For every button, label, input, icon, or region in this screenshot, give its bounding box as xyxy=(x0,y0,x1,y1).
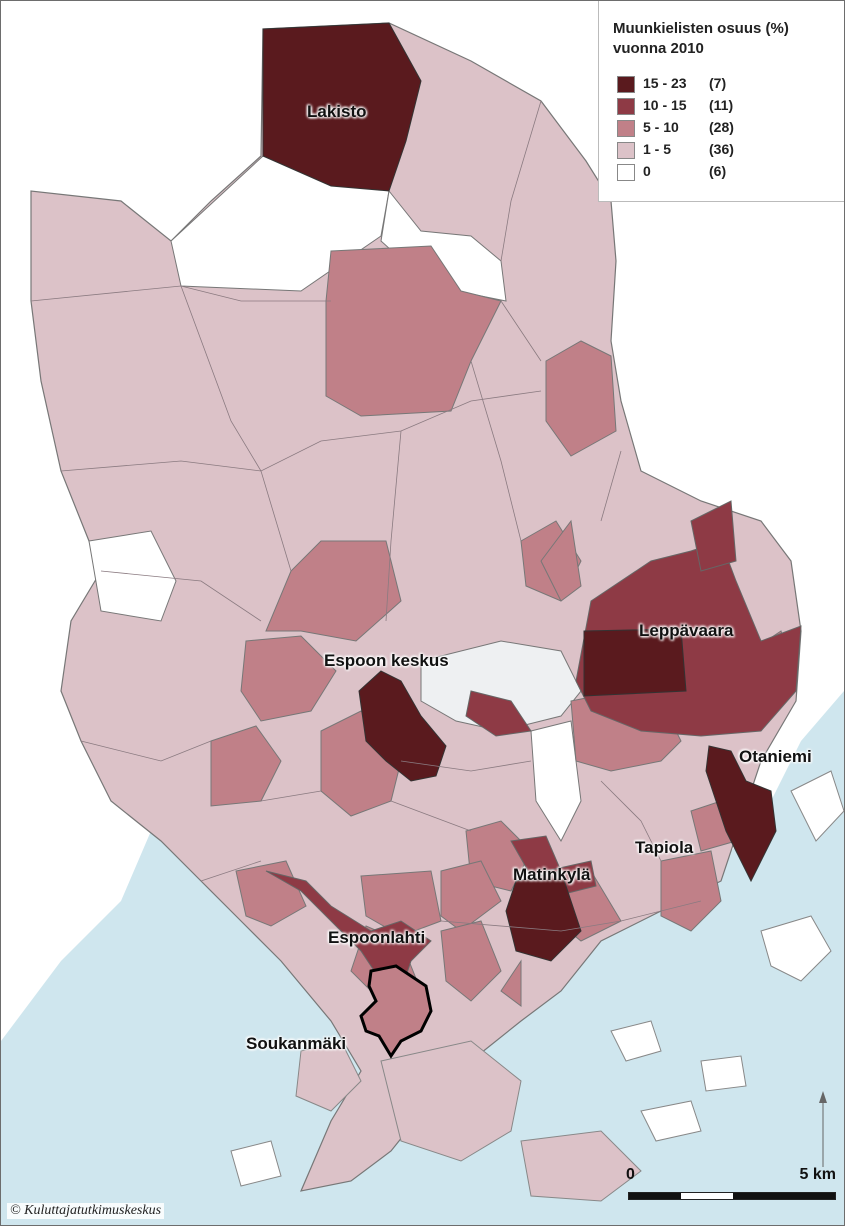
legend-range: 1 - 5 xyxy=(643,141,672,157)
legend-swatch xyxy=(617,164,635,181)
scale-end: 5 km xyxy=(799,1166,836,1183)
island xyxy=(700,1055,747,1092)
legend-count: (28) xyxy=(709,119,734,135)
legend-count: (36) xyxy=(709,141,734,157)
scale-start: 0 xyxy=(626,1166,635,1183)
legend-swatch xyxy=(617,142,635,159)
legend-count: (7) xyxy=(709,75,727,91)
districts-class-15-23 xyxy=(262,22,777,962)
district-class-0 xyxy=(420,640,582,732)
legend-count: (11) xyxy=(709,97,734,113)
island xyxy=(520,1130,642,1202)
copyright-notice: © Kuluttajatutkimuskeskus xyxy=(7,1203,165,1219)
legend-swatch xyxy=(617,120,635,137)
district-class-0 xyxy=(530,720,582,843)
district-class-0 xyxy=(88,530,177,622)
label-soukanmaki: Soukanmäki xyxy=(246,1034,347,1053)
legend-range: 10 - 15 xyxy=(643,97,687,113)
island xyxy=(380,1040,522,1162)
north-arrow-icon xyxy=(819,1091,827,1167)
island xyxy=(760,915,832,982)
legend-title-line2: vuonna 2010 xyxy=(613,40,704,57)
legend-title-line1: Muunkielisten osuus (%) xyxy=(613,20,789,37)
label-tapiola: Tapiola xyxy=(635,838,694,857)
island xyxy=(790,770,844,842)
label-lakisto: Lakisto xyxy=(307,102,367,121)
label-matinkyla: Matinkylä xyxy=(513,865,591,884)
scale-bar: 0 5 km xyxy=(626,1166,836,1216)
label-otaniemi: Otaniemi xyxy=(739,747,812,766)
label-leppavaara: Leppävaara xyxy=(639,621,734,640)
legend-range: 5 - 10 xyxy=(643,119,679,135)
legend-swatch xyxy=(617,76,635,93)
scale-bar-graphic xyxy=(628,1192,836,1200)
legend-range: 15 - 23 xyxy=(643,75,687,91)
island xyxy=(295,1040,362,1112)
island xyxy=(610,1020,662,1062)
map-legend: Muunkielisten osuus (%) vuonna 2010 15 -… xyxy=(598,1,844,202)
legend-count: (6) xyxy=(709,163,727,179)
legend-range: 0 xyxy=(643,163,651,179)
label-espoon-keskus: Espoon keskus xyxy=(324,651,449,670)
district-boundaries xyxy=(30,100,702,932)
soukanmaki-outline xyxy=(359,964,433,1059)
sea-area xyxy=(1,691,844,1225)
legend-swatch xyxy=(617,98,635,115)
island xyxy=(640,1100,702,1142)
label-espoonlahti: Espoonlahti xyxy=(328,928,426,947)
island xyxy=(230,1140,282,1187)
legend-title: Muunkielisten osuus (%) vuonna 2010 xyxy=(613,19,844,59)
